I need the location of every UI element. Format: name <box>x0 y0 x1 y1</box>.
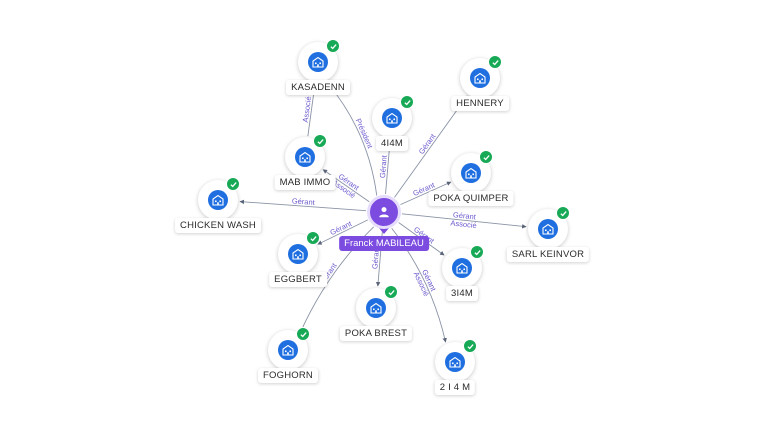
relation-label-sarlkeinvor: GérantAssocié <box>450 210 478 230</box>
relation-edge-pokaquimper <box>400 181 452 206</box>
relation-label-eggbert: Gérant <box>329 219 354 238</box>
building-icon <box>292 248 304 260</box>
building-icon <box>465 167 477 179</box>
company-name-hennery[interactable]: HENNERY <box>451 96 509 111</box>
company-node-kasadenn[interactable] <box>298 39 340 82</box>
relation-edge-pokabrest <box>375 229 383 287</box>
person-name[interactable]: Franck MABILEAU <box>339 236 429 251</box>
company-node-pokabrest[interactable] <box>356 285 398 328</box>
verified-check-icon <box>479 150 493 164</box>
relation-edge-mabimmo <box>322 169 370 203</box>
company-node-3i4m[interactable] <box>442 245 484 288</box>
company-node-sarlkeinvor[interactable] <box>528 206 570 249</box>
company-node-chickenwash[interactable] <box>198 177 240 220</box>
relation-label-chickenwash: Gérant <box>292 196 316 207</box>
building-icon-wrap <box>445 352 465 372</box>
person-icon <box>379 207 389 218</box>
company-name-foghorn[interactable]: FOGHORN <box>258 368 318 383</box>
company-node-mabimmo[interactable] <box>285 134 327 177</box>
building-icon <box>449 356 461 368</box>
company-node-eggbert[interactable] <box>278 231 320 274</box>
relation-edge-eggbert <box>317 219 369 245</box>
building-icon-wrap <box>461 163 481 183</box>
verified-check-icon <box>463 339 477 353</box>
relation-edge-sarlkeinvor <box>401 213 527 229</box>
building-icon-wrap <box>538 219 558 239</box>
company-name-mabimmo[interactable]: MAB IMMO <box>274 175 336 190</box>
relation-label-2i4m: GérantAssocié <box>412 266 439 297</box>
relation-label-pokabrest: Gérant <box>370 245 381 270</box>
company-name-2i4m[interactable]: 2 I 4 M <box>434 380 476 395</box>
verified-check-icon <box>488 55 502 69</box>
company-node-hennery[interactable] <box>460 55 502 98</box>
company-node-4i4m[interactable] <box>372 95 414 138</box>
building-icon <box>474 72 486 84</box>
company-name-sarlkeinvor[interactable]: SARL KEINVOR <box>506 247 590 262</box>
verified-check-icon <box>400 95 414 109</box>
building-icon-wrap <box>295 147 315 167</box>
building-icon-wrap <box>278 340 298 360</box>
relation-label-hennery: Gérant <box>417 131 438 156</box>
building-icon-wrap <box>470 68 490 88</box>
company-name-eggbert[interactable]: EGGBERT <box>269 272 327 287</box>
building-icon <box>282 344 294 356</box>
verified-check-icon <box>384 285 398 299</box>
building-icon <box>386 112 398 124</box>
person-pin <box>379 228 389 234</box>
verified-check-icon <box>306 231 320 245</box>
building-icon-wrap <box>288 244 308 264</box>
verified-check-icon <box>313 134 327 148</box>
building-icon-wrap <box>366 298 386 318</box>
company-name-3i4m[interactable]: 3I4M <box>446 286 478 301</box>
building-icon <box>212 194 224 206</box>
building-icon <box>370 302 382 314</box>
building-icon-wrap <box>382 108 402 128</box>
verified-check-icon <box>226 177 240 191</box>
building-icon-wrap <box>208 190 228 210</box>
company-node-foghorn[interactable] <box>268 327 310 370</box>
building-icon <box>299 151 311 163</box>
building-icon-wrap <box>452 258 472 278</box>
company-name-kasadenn[interactable]: KASADENN <box>286 80 350 95</box>
building-icon <box>456 262 468 274</box>
company-node-pokaquimper[interactable] <box>451 150 493 193</box>
building-icon-wrap <box>308 52 328 72</box>
relation-label-kasadenn: Associé <box>301 96 313 123</box>
company-node-2i4m[interactable] <box>435 339 477 382</box>
company-name-4i4m[interactable]: 4I4M <box>376 136 408 151</box>
company-name-pokaquimper[interactable]: POKA QUIMPER <box>428 191 514 206</box>
verified-check-icon <box>326 39 340 53</box>
verified-check-icon <box>296 327 310 341</box>
relation-edge-chickenwash <box>239 199 367 212</box>
building-icon <box>542 223 554 235</box>
company-name-pokabrest[interactable]: POKA BREST <box>339 326 413 341</box>
building-icon <box>312 56 324 68</box>
company-name-chickenwash[interactable]: CHICKEN WASH <box>175 218 261 233</box>
person-node[interactable] <box>367 195 401 229</box>
verified-check-icon <box>470 245 484 259</box>
relation-label-4i4m: Gérant <box>378 154 389 179</box>
verified-check-icon <box>556 206 570 220</box>
